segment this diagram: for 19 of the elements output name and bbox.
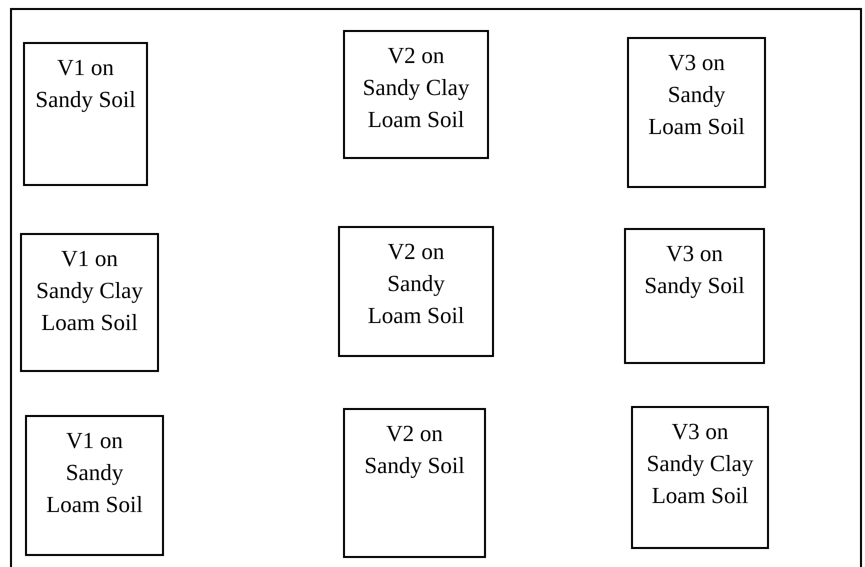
plot-box [20, 233, 159, 372]
plot-box [25, 415, 164, 556]
plot-box [23, 42, 148, 186]
plot-box [343, 30, 489, 159]
plot-box [631, 406, 769, 549]
plot-box [624, 228, 765, 364]
plot-label: V1 on Sandy Soil [34, 54, 137, 114]
plot-label: V2 on Sandy Clay Loam Soil [362, 42, 470, 134]
plot-label: V2 on Sandy Loam Soil [366, 238, 466, 330]
plot-label: V3 on Sandy Clay Loam Soil [646, 418, 754, 510]
plot-box [343, 408, 486, 558]
plot-box [627, 37, 766, 188]
frame-border [10, 8, 862, 567]
plot-label: V3 on Sandy Soil [643, 240, 746, 300]
plot-label: V1 on Sandy Clay Loam Soil [35, 245, 144, 337]
plot-box [338, 226, 494, 357]
plot-label: V1 on Sandy Loam Soil [45, 427, 144, 519]
plot-label: V3 on Sandy Loam Soil [647, 49, 746, 141]
plot-label: V2 on Sandy Soil [363, 420, 466, 480]
